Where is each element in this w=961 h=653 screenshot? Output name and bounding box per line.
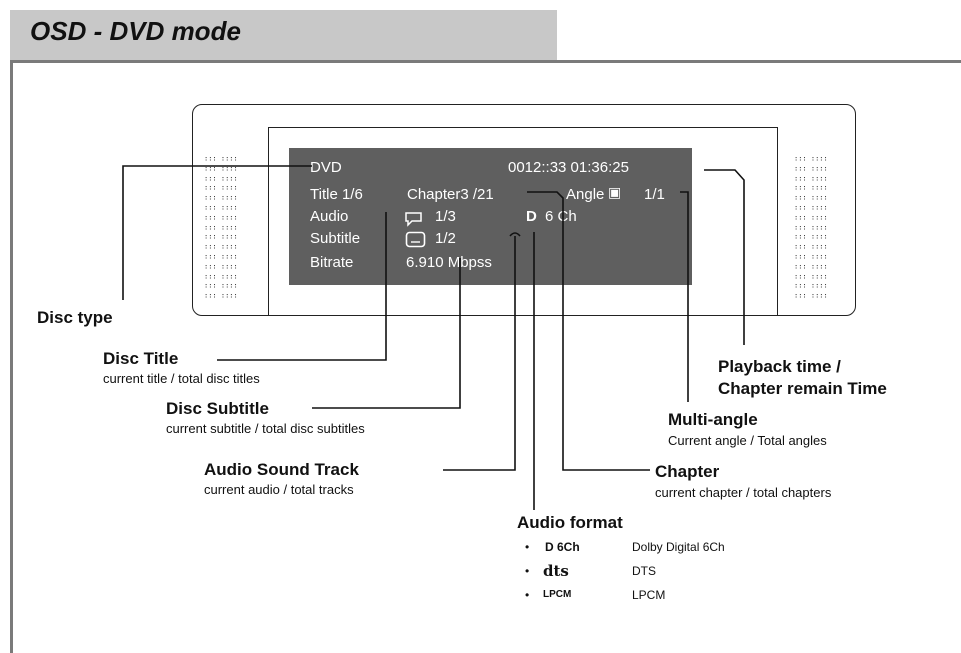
header-rule <box>10 60 961 63</box>
header-tab <box>10 10 557 60</box>
osd-bitrate-value: 6.910 Mbpss <box>406 254 492 271</box>
leader-disc-type <box>122 165 312 300</box>
bullet: • <box>525 588 530 602</box>
dolby-d-icon: D <box>526 208 537 225</box>
list-item: • D 6Ch Dolby Digital 6Ch <box>525 540 725 554</box>
format-desc: DTS <box>632 564 656 578</box>
osd-subtitle-label: Subtitle <box>310 230 361 247</box>
page-title: OSD - DVD mode <box>30 16 241 46</box>
leader-audio-track-hook <box>509 232 521 237</box>
osd-screen: DVD 0012::33 01:36:25 Title 1/6 Chapter3… <box>289 148 692 285</box>
left-speaker-grille: ∶∶∶ ∶∶∶∶ ∶∶∶ ∶∶∶∶ ∶∶∶ ∶∶∶∶ ∶∶∶ ∶∶∶∶ ∶∶∶ … <box>204 155 238 301</box>
label-disc-type: Disc type <box>37 308 113 327</box>
tv-screen-bezel <box>268 127 778 315</box>
label-chapter: Chapter <box>655 462 720 481</box>
lpcm-icon: LPCM <box>543 589 572 600</box>
leader-chapter <box>527 191 650 471</box>
desc-disc-title: current title / total disc titles <box>103 371 260 386</box>
label-audio-track: Audio Sound Track <box>204 460 359 479</box>
list-item: • LPCM LPCM <box>525 588 665 602</box>
label-disc-title: Disc Title <box>103 349 179 368</box>
desc-disc-subtitle: current subtitle / total disc subtitles <box>166 421 365 436</box>
osd-audio-channels: 6 Ch <box>545 208 577 225</box>
leader-audio-track <box>443 236 516 471</box>
leader-disc-title <box>217 212 387 361</box>
dolby-digital-icon: D 6Ch <box>545 540 580 554</box>
osd-chapter: Chapter3 /21 <box>407 186 494 203</box>
speech-bubble-icon <box>405 212 422 227</box>
label-chapter-remain-time: Chapter remain Time <box>718 379 887 398</box>
right-speaker-grille: ∶∶∶ ∶∶∶∶ ∶∶∶ ∶∶∶∶ ∶∶∶ ∶∶∶∶ ∶∶∶ ∶∶∶∶ ∶∶∶ … <box>794 155 828 301</box>
label-playback-time: Playback time / <box>718 357 841 376</box>
tv-frame <box>192 104 856 316</box>
bullet: • <box>525 564 530 578</box>
osd-angle-label: Angle <box>566 186 605 203</box>
osd-audio-label: Audio <box>310 208 349 225</box>
leader-playback-time <box>704 169 745 345</box>
format-desc: LPCM <box>632 588 666 602</box>
left-rule <box>10 60 13 653</box>
format-desc: Dolby Digital 6Ch <box>632 540 725 554</box>
leader-disc-subtitle <box>312 258 461 409</box>
osd-audio-value: 1/3 <box>435 208 456 225</box>
desc-multi-angle: Current angle / Total angles <box>668 433 827 448</box>
osd-subtitle-value: 1/2 <box>435 230 456 247</box>
desc-chapter: current chapter / total chapters <box>655 485 832 500</box>
camera-icon: ▣‏ <box>608 184 622 200</box>
osd-bitrate-label: Bitrate <box>310 254 354 271</box>
dts-icon: dts <box>543 562 569 580</box>
osd-title: Title 1/6 <box>310 186 363 203</box>
osd-disc-type: DVD <box>310 159 342 176</box>
list-item: • dts DTS <box>525 562 656 580</box>
subtitle-icon <box>405 231 426 248</box>
label-audio-format: Audio format <box>517 513 623 532</box>
leader-multi-angle <box>680 191 689 402</box>
desc-audio-track: current audio / total tracks <box>204 482 354 497</box>
label-disc-subtitle: Disc Subtitle <box>166 399 269 418</box>
bullet: • <box>525 540 530 554</box>
label-multi-angle: Multi-angle <box>668 410 758 429</box>
osd-angle-value: 1/1 <box>644 186 665 203</box>
osd-playback-time: 0012::33 01:36:25 <box>508 159 629 176</box>
